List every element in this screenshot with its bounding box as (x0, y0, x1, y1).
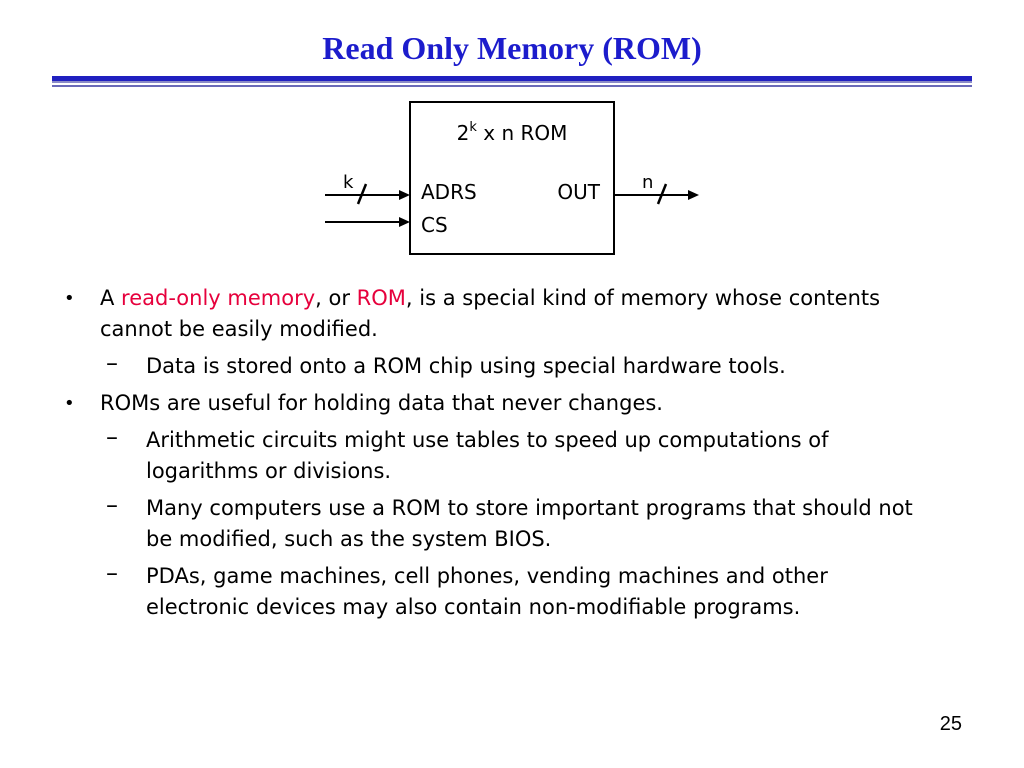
chip-select-arrowhead (399, 217, 410, 227)
dash-icon: – (106, 491, 118, 519)
bullet-item: • ROMs are useful for holding data that … (64, 388, 910, 419)
dash-icon: – (106, 559, 118, 587)
output-bus-slash (656, 183, 668, 205)
dash-icon: – (106, 423, 118, 451)
highlight-rom: ROM (356, 286, 406, 310)
bullet-item: • A read-only memory, or ROM, is a speci… (64, 283, 910, 345)
sub-bullet-item: – Arithmetic circuits might use tables t… (106, 423, 829, 483)
sub-bullet-item: – PDAs, game machines, cell phones, vend… (106, 559, 828, 619)
dash-icon: – (106, 349, 118, 377)
page-number: 25 (939, 713, 962, 735)
title-rule-thick (52, 76, 972, 83)
rom-block-title: 2k x n ROM (457, 120, 568, 145)
bullet-dot-icon: • (64, 393, 75, 414)
chip-select-label: CS (421, 213, 448, 237)
address-port-label: ADRS (421, 180, 477, 204)
sub-bullet-item: – Data is stored onto a ROM chip using s… (106, 349, 786, 378)
bullet-dot-icon: • (64, 288, 75, 309)
output-port-label: OUT (557, 180, 600, 204)
sub-bullet-item: – Many computers use a ROM to store impo… (106, 491, 913, 551)
title-rule-thin (52, 85, 972, 87)
address-bus-width-label: k (343, 172, 354, 193)
slide-title: Read Only Memory (ROM) (322, 30, 702, 66)
output-bus-arrowhead (688, 190, 699, 200)
output-bus-width-label: n (642, 172, 653, 193)
address-bus-arrowhead (399, 190, 410, 200)
bullet-list: • A read-only memory, or ROM, is a speci… (0, 283, 1024, 629)
highlight-read-only-memory: read-only memory (121, 286, 316, 310)
rom-block (409, 101, 615, 255)
address-bus-slash (356, 183, 368, 205)
